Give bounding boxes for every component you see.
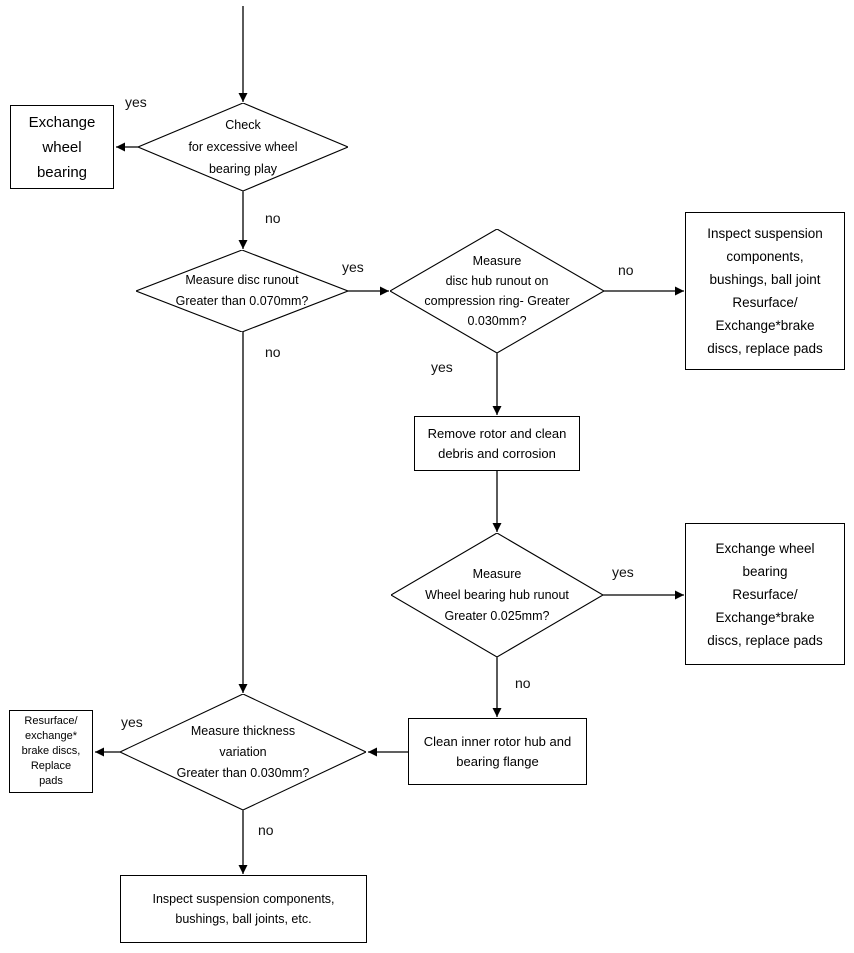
decision-measure-wheel-bearing-hub-runout-label: Measure Wheel bearing hub runout Greater… [425, 566, 569, 623]
edge-label-disc-runout-yes: yes [342, 259, 364, 275]
decision-measure-disc-runout-label: Measure disc runout Greater than 0.070mm… [175, 273, 309, 308]
decision-measure-wheel-bearing-hub-runout: Measure Wheel bearing hub runout Greater… [391, 533, 603, 657]
edge-label-thickness-yes: yes [121, 714, 143, 730]
edge-label-disc-runout-no: no [265, 344, 281, 360]
edge-label-wheel-hub-yes: yes [612, 564, 634, 580]
edge-label-wheel-hub-no: no [515, 675, 531, 691]
process-inspect-suspension-etc-label: Inspect suspension components, bushings,… [152, 892, 335, 926]
process-inspect-suspension-etc: Inspect suspension components, bushings,… [120, 875, 367, 943]
decision-check-bearing-play: Check for excessive wheel bearing play [138, 103, 348, 191]
process-exchange-wheel-bearing-label: Exchange wheel bearing [28, 113, 96, 181]
decision-measure-disc-hub-runout: Measure disc hub runout on compression r… [390, 229, 604, 353]
process-resurface-exchange-pads: Resurface/ exchange* brake discs, Replac… [9, 710, 93, 793]
edge-label-disc-hub-yes: yes [431, 359, 453, 375]
process-remove-rotor-label: Remove rotor and clean debris and corros… [427, 425, 567, 461]
decision-measure-thickness-variation: Measure thickness variation Greater than… [120, 694, 366, 810]
edge-label-thickness-no: no [258, 822, 274, 838]
decision-check-bearing-play-label: Check for excessive wheel bearing play [188, 118, 298, 176]
process-inspect-suspension-resurface-label: Inspect suspension components, bushings,… [707, 226, 823, 356]
decision-measure-disc-hub-runout-label: Measure disc hub runout on compression r… [424, 254, 570, 328]
process-exchange-bearing-resurface: Exchange wheel bearing Resurface/ Exchan… [685, 523, 845, 665]
process-exchange-bearing-resurface-label: Exchange wheel bearing Resurface/ Exchan… [707, 540, 823, 648]
process-exchange-wheel-bearing: Exchange wheel bearing [10, 105, 114, 189]
process-inspect-suspension-resurface: Inspect suspension components, bushings,… [685, 212, 845, 370]
decision-measure-thickness-variation-label: Measure thickness variation Greater than… [176, 723, 310, 780]
process-resurface-exchange-pads-label: Resurface/ exchange* brake discs, Replac… [21, 715, 81, 787]
edge-label-disc-hub-no: no [618, 262, 634, 278]
process-remove-rotor: Remove rotor and clean debris and corros… [414, 416, 580, 471]
process-clean-inner-rotor-hub-label: Clean inner rotor hub and bearing flange [423, 733, 572, 769]
edge-label-check-no: no [265, 210, 281, 226]
edge-label-check-yes: yes [125, 94, 147, 110]
decision-measure-disc-runout: Measure disc runout Greater than 0.070mm… [136, 250, 348, 332]
process-clean-inner-rotor-hub: Clean inner rotor hub and bearing flange [408, 718, 587, 785]
